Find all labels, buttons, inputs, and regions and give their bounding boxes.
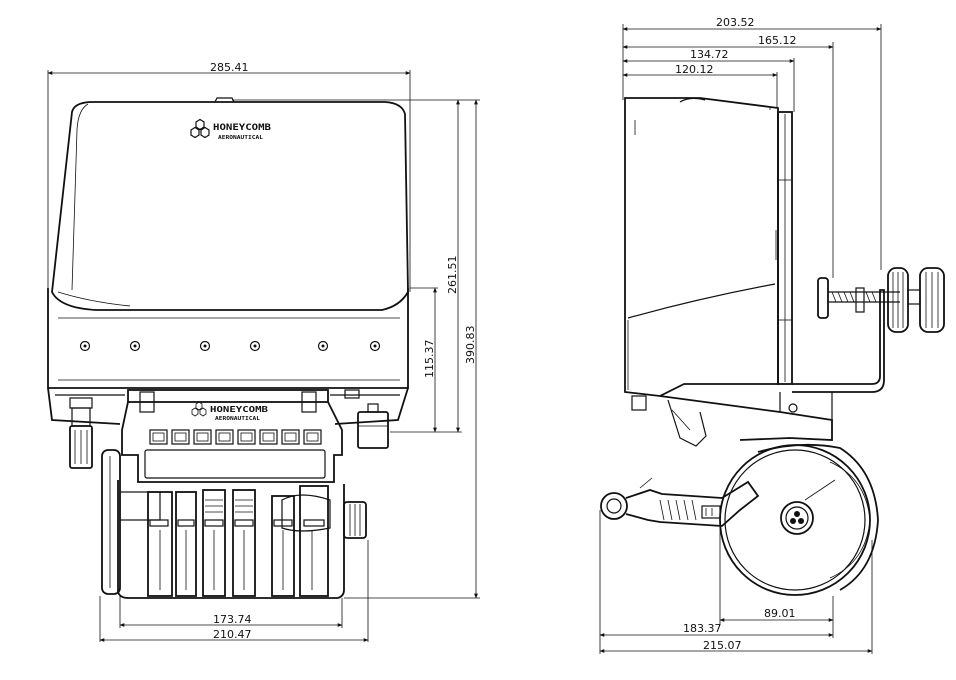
- dim-side-depth-total: 203.52: [716, 16, 755, 29]
- dim-front-height-mid: 115.37: [423, 340, 436, 379]
- throttle-lever-arm: [600, 477, 760, 527]
- dim-side-bottom-wheel: 89.01: [764, 607, 796, 620]
- logo-text-housing: HONEYCOMB: [210, 405, 268, 414]
- side-dimension-lines: [599, 24, 882, 654]
- dim-front-width: 285.41: [210, 61, 249, 74]
- clamp-knob-left: [69, 397, 93, 469]
- mounting-plate: [777, 111, 793, 385]
- logo-text-front: HONEYCOMB: [213, 123, 272, 133]
- clamp-bracket: [792, 289, 885, 393]
- logo-subtitle-front: AERONAUTICAL: [218, 135, 263, 141]
- logo-subtitle-housing: AERONAUTICAL: [215, 416, 260, 422]
- dim-side-bottom-total: 215.07: [703, 639, 742, 652]
- dim-front-height-total: 390.83: [464, 326, 477, 365]
- front-panel: [47, 288, 409, 389]
- front-cover: [51, 101, 409, 311]
- side-view: 203.52 165.12 134.72 120.12 89.01 183.37…: [599, 16, 945, 654]
- clamp-screw: [817, 267, 945, 333]
- dim-side-depth-plate: 134.72: [690, 48, 729, 61]
- side-body: [624, 97, 779, 397]
- dim-front-bottom-outer: 210.47: [213, 628, 252, 641]
- throttle-quadrant: [101, 449, 367, 599]
- dim-side-depth-body: 120.12: [675, 63, 714, 76]
- dim-side-bottom-mid: 183.37: [683, 622, 722, 635]
- front-dimension-lines: [47, 70, 480, 642]
- panel-screws: [79, 340, 381, 352]
- clamp-peg-right: [344, 389, 389, 449]
- throttle-housing: HONEYCOMB AERONAUTICAL: [121, 389, 343, 483]
- dim-front-bottom-inner: 173.74: [213, 613, 252, 626]
- dim-side-depth-clamp: 165.12: [758, 34, 797, 47]
- trim-wheel: [719, 443, 879, 596]
- front-view: HONEYCOMB AERONAUTICAL: [47, 61, 480, 642]
- logo-mark: [190, 118, 210, 139]
- dim-front-height-upper: 261.51: [446, 256, 459, 295]
